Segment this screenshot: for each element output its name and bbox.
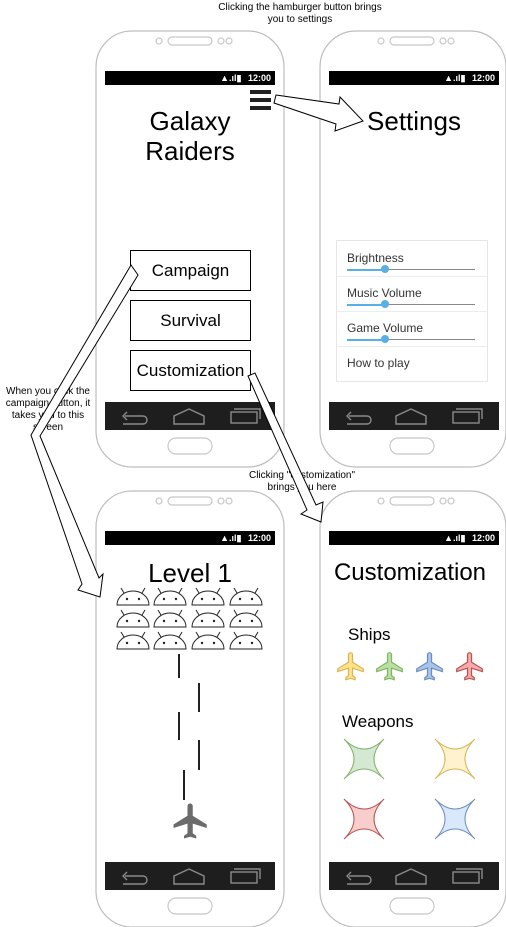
- ship-options: [337, 652, 483, 681]
- how-to-play-label[interactable]: How to play: [347, 356, 410, 370]
- back-icon: [346, 871, 372, 885]
- arrow-campaign-to-level: [30, 264, 139, 598]
- home-icon: [395, 408, 427, 425]
- settings-row-game-volume: Game Volume: [337, 311, 487, 347]
- weapon-red-star-icon[interactable]: [343, 798, 385, 840]
- ships-label: Ships: [348, 625, 391, 644]
- brightness-thumb[interactable]: [381, 265, 389, 273]
- game-volume-fill: [347, 339, 385, 341]
- weapon-green-star-icon[interactable]: [343, 738, 385, 780]
- ship-blue-icon[interactable]: [416, 652, 443, 681]
- home-icon: [173, 408, 205, 425]
- settings-title: Settings: [367, 106, 461, 136]
- weapon-yellow-star-icon[interactable]: [434, 738, 476, 780]
- status-icons: ▲.ıl▮: [444, 533, 468, 543]
- customization-button[interactable]: Customization: [130, 350, 251, 391]
- recents-icon: [230, 408, 261, 424]
- music-volume-track[interactable]: [347, 304, 475, 305]
- hamburger-icon[interactable]: [250, 88, 272, 112]
- brightness-label: Brightness: [347, 251, 404, 265]
- status-bar-customization: ▲.ıl▮ 12:00: [329, 531, 499, 545]
- game-title-line1: Galaxy: [149, 106, 231, 136]
- player-ship-icon: [173, 803, 207, 839]
- status-icons: ▲.ıl▮: [220, 73, 244, 83]
- status-icons: ▲.ıl▮: [444, 73, 468, 83]
- status-time: 12:00: [471, 73, 495, 83]
- music-volume-thumb[interactable]: [381, 300, 389, 308]
- game-volume-track[interactable]: [347, 339, 475, 340]
- ship-yellow-icon[interactable]: [337, 652, 364, 681]
- back-icon: [122, 411, 148, 425]
- settings-row-music-volume: Music Volume: [337, 276, 487, 312]
- brightness-track[interactable]: [347, 269, 475, 270]
- weapon-blue-star-icon[interactable]: [434, 798, 476, 840]
- recents-icon: [452, 868, 483, 884]
- level-title: Level 1: [148, 558, 232, 588]
- hamburger-annotation: Clicking the hamburger button brings you…: [215, 2, 385, 26]
- weapons-label: Weapons: [342, 712, 414, 731]
- weapon-options: [343, 738, 476, 840]
- arrow-hamburger-to-settings: [273, 94, 364, 132]
- status-time: 12:00: [247, 73, 271, 83]
- home-icon: [173, 868, 205, 885]
- recents-icon: [452, 408, 483, 424]
- settings-row-brightness: Brightness: [337, 241, 487, 277]
- survival-button[interactable]: Survival: [130, 300, 251, 341]
- music-volume-fill: [347, 304, 385, 306]
- back-icon: [122, 871, 148, 885]
- status-time: 12:00: [471, 533, 495, 543]
- game-volume-thumb[interactable]: [381, 335, 389, 343]
- status-icons: ▲.ıl▮: [220, 533, 244, 543]
- bullet-trails: [178, 654, 200, 800]
- campaign-button[interactable]: Campaign: [130, 250, 251, 291]
- music-volume-label: Music Volume: [347, 286, 422, 300]
- arrow-customization-to-custom: [247, 372, 324, 523]
- status-time: 12:00: [247, 533, 271, 543]
- ship-green-icon[interactable]: [376, 652, 403, 681]
- home-icon: [395, 868, 427, 885]
- game-volume-label: Game Volume: [347, 321, 424, 335]
- status-bar-home: ▲.ıl▮ 12:00: [105, 71, 275, 85]
- settings-panel: Brightness Music Volume Game Volume How …: [336, 240, 488, 382]
- status-bar-level: ▲.ıl▮ 12:00: [105, 531, 275, 545]
- ship-red-icon[interactable]: [456, 652, 483, 681]
- recents-icon: [230, 868, 261, 884]
- status-bar-settings: ▲.ıl▮ 12:00: [329, 71, 499, 85]
- settings-row-how-to-play[interactable]: How to play: [337, 346, 487, 381]
- customization-title: Customization: [333, 559, 487, 586]
- game-title-line2: Raiders: [145, 136, 235, 166]
- game-title: Galaxy Raiders: [110, 106, 270, 166]
- brightness-fill: [347, 269, 385, 271]
- back-icon: [346, 411, 372, 425]
